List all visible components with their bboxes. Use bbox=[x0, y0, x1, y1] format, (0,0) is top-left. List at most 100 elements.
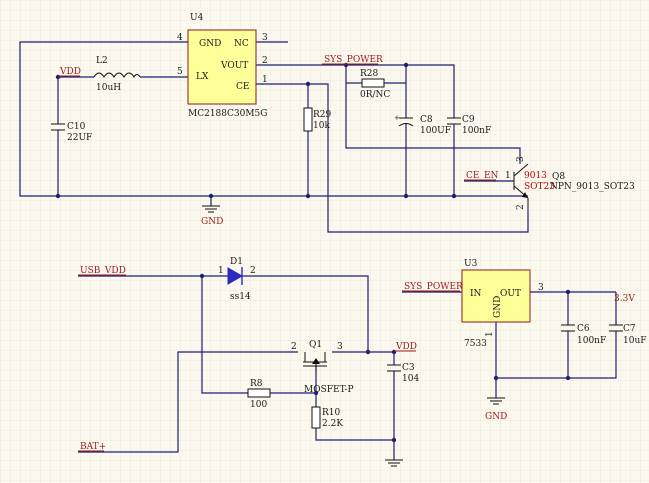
junction-dot bbox=[305, 81, 311, 87]
q8-pin-3: 3 bbox=[516, 156, 526, 162]
q1-pmosfet-symbol[interactable] bbox=[303, 352, 327, 372]
c7-ref: C7 bbox=[623, 324, 636, 334]
q8-ref: Q8 bbox=[552, 172, 565, 182]
u4-pin-5: 5 bbox=[177, 67, 183, 77]
gnd-symbol bbox=[385, 459, 403, 467]
u3-pin-in: IN bbox=[470, 289, 482, 299]
u3-pin-1: 1 bbox=[485, 331, 495, 337]
r10-resistor-symbol[interactable] bbox=[311, 406, 321, 429]
u3-ref: U3 bbox=[464, 259, 478, 269]
q8-pin-1: 1 bbox=[505, 171, 511, 181]
boost-converter-section: U4 GND NC LX VOUT CE 4 3 5 2 1 MC2188C30… bbox=[19, 13, 635, 233]
c9-value: 100nF bbox=[462, 126, 491, 136]
u4-pin-nc: NC bbox=[234, 39, 249, 49]
c3-capacitor-symbol[interactable] bbox=[387, 364, 401, 372]
r28-ref: R28 bbox=[360, 69, 379, 79]
wire-ce-to-q8 bbox=[308, 83, 529, 233]
q8-pin-2: 2 bbox=[516, 204, 526, 210]
u4-body[interactable] bbox=[187, 29, 257, 105]
wire-r10 bbox=[315, 393, 394, 441]
r28-resistor-symbol[interactable] bbox=[361, 78, 385, 88]
junction-dot bbox=[391, 437, 397, 443]
u4-pin-3: 3 bbox=[262, 33, 268, 43]
u3-body[interactable] bbox=[461, 269, 531, 323]
l2-value: 10uH bbox=[96, 83, 121, 93]
c10-value: 22UF bbox=[67, 133, 92, 143]
net-label-vdd-out: VDD bbox=[395, 342, 417, 352]
u4-pin-vout: VOUT bbox=[220, 61, 248, 71]
c10-capacitor-symbol[interactable] bbox=[51, 123, 65, 131]
c7-value: 10uF bbox=[623, 336, 647, 346]
gnd-symbol bbox=[202, 205, 220, 213]
junction-dot bbox=[493, 375, 499, 381]
c8-ref: C8 bbox=[420, 115, 433, 125]
u4-pin-2: 2 bbox=[262, 56, 268, 66]
u3-pin-3: 3 bbox=[538, 283, 544, 293]
r28-value: 0R/NC bbox=[360, 90, 390, 100]
q8-full: NPN_9013_SOT23 bbox=[550, 182, 635, 192]
d1-pin-2: 2 bbox=[250, 266, 256, 276]
u4-pin-1: 1 bbox=[262, 75, 268, 85]
q1-pin-2: 2 bbox=[291, 342, 297, 352]
wire-usb-gate bbox=[201, 276, 248, 394]
u4-ref: U4 bbox=[190, 13, 204, 23]
gnd-label: GND bbox=[201, 217, 223, 227]
q1-ref: Q1 bbox=[309, 340, 322, 350]
wire-d1-out bbox=[242, 275, 369, 352]
wire-c9 bbox=[406, 64, 455, 196]
net-label-sys-power: SYS_POWER bbox=[324, 55, 383, 65]
u3-part: 7533 bbox=[464, 339, 487, 349]
c9-capacitor-symbol[interactable] bbox=[447, 117, 461, 125]
junction-dot bbox=[305, 193, 311, 199]
net-label-vdd: VDD bbox=[59, 67, 81, 77]
net-label-ce-en: CE_EN bbox=[466, 171, 499, 181]
q8-pkg: SOT23 bbox=[524, 182, 555, 192]
d1-ref: D1 bbox=[230, 257, 243, 267]
q8-npn-transistor-symbol[interactable] bbox=[513, 163, 529, 212]
c6-capacitor-symbol[interactable] bbox=[561, 324, 575, 332]
net-label-bat: BAT+ bbox=[80, 442, 106, 452]
junction-dot bbox=[55, 193, 61, 199]
u4-pin-gnd: GND bbox=[199, 39, 221, 49]
c3-value: 104 bbox=[402, 374, 419, 384]
c7-capacitor-symbol[interactable] bbox=[609, 324, 623, 332]
net-label-sys-power-in: SYS_POWER bbox=[404, 282, 463, 292]
l2-ref: L2 bbox=[96, 56, 108, 66]
u4-part: MC2188C30M5G bbox=[188, 109, 267, 119]
ldo-section: SYS_POWER U3 IN OUT GND 3 1 7533 3.3V C6… bbox=[402, 259, 647, 422]
c8-capacitor-symbol[interactable]: + bbox=[394, 114, 414, 127]
gnd-label: GND bbox=[485, 412, 507, 422]
q1-pin-3: 3 bbox=[337, 342, 343, 352]
r10-value: 2.2K bbox=[322, 419, 343, 429]
u3-pin-out: OUT bbox=[500, 289, 521, 299]
junction-dot bbox=[313, 390, 319, 396]
junction-dot bbox=[199, 273, 205, 279]
power-path-section: USB_VDD D1 1 2 ss14 Q1 2 3 MOSFET-P VDD … bbox=[78, 257, 419, 467]
q1-part: MOSFET-P bbox=[304, 385, 354, 395]
wire-r28 bbox=[345, 65, 521, 164]
junction-dot bbox=[208, 193, 214, 199]
wire-bat bbox=[78, 351, 298, 453]
c8-value: 100UF bbox=[420, 126, 451, 136]
c6-ref: C6 bbox=[577, 324, 590, 334]
l2-inductor-symbol[interactable] bbox=[93, 72, 141, 78]
r10-ref: R10 bbox=[322, 408, 341, 418]
r8-ref: R8 bbox=[250, 379, 263, 389]
u4-pin-4: 4 bbox=[177, 33, 183, 43]
r29-resistor-symbol[interactable] bbox=[303, 107, 313, 132]
d1-value: ss14 bbox=[230, 292, 251, 302]
r8-resistor-symbol[interactable] bbox=[247, 388, 271, 398]
r29-ref: R29 bbox=[313, 110, 332, 120]
q8-part: 9013 bbox=[524, 171, 547, 181]
c3-ref: C3 bbox=[402, 363, 415, 373]
u4-pin-ce: CE bbox=[236, 82, 249, 92]
junction-dot bbox=[565, 375, 571, 381]
junction-dot bbox=[403, 62, 409, 68]
d1-pin-1: 1 bbox=[218, 266, 224, 276]
wire-c7 bbox=[496, 292, 617, 379]
d1-diode-symbol[interactable] bbox=[227, 267, 244, 285]
r29-value: 10k bbox=[313, 121, 330, 131]
junction-dot bbox=[565, 289, 571, 295]
